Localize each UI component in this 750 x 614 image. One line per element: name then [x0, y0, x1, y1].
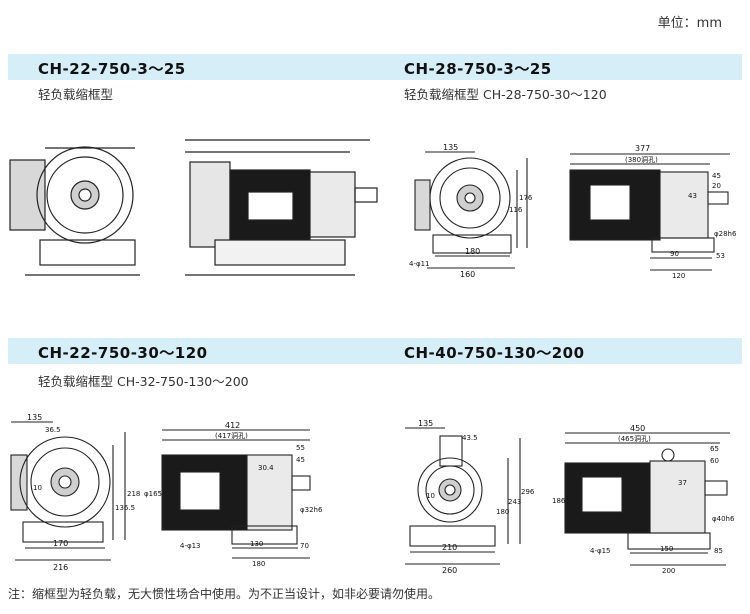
- d3-dim-10: 10: [33, 484, 42, 492]
- d4-dim-65: 65: [710, 445, 719, 453]
- d4-dim-450: 450: [630, 425, 645, 433]
- d4-dim-10: 10: [426, 492, 435, 500]
- d3-dim-30-4: 30.4: [258, 464, 274, 472]
- drawing-ch22-front-view: 135 36.5 10 218 136.5 170 216: [5, 410, 145, 575]
- d3-dim-170: 170: [53, 539, 68, 548]
- d2-dim-377: 377: [635, 144, 650, 153]
- drawing-ch22-side-view: 412 (417洞孔) 55 45 30.4 φ165 φ32h6 4-φ13 …: [140, 420, 340, 570]
- d2-dim-116: 116: [509, 206, 523, 214]
- d2-dim-holes: 4-φ11: [409, 260, 430, 268]
- model-title-1: CH-22-750-3～25: [38, 60, 186, 78]
- footnote: 注：缩框型为轻负载，无大惯性场合中使用。为不正当设计，如非必要请勿使用。: [8, 587, 441, 601]
- d3-dim-180: 180: [252, 560, 265, 568]
- d2-dim-phi28h6: φ28h6: [714, 230, 737, 238]
- d4-dim-260: 260: [442, 566, 457, 575]
- d4-dim-150: 150: [660, 545, 673, 553]
- d4-dim-holes: 4-φ15: [590, 547, 611, 555]
- model-subtitle-3: 轻负载缩框型 CH-32-750-130～200: [38, 374, 249, 389]
- d2-dim-20: 20: [712, 182, 721, 190]
- model-title-2: CH-28-750-3～25: [404, 60, 552, 78]
- d2-dim-176: 176: [519, 194, 533, 202]
- d2-dim-120: 120: [672, 272, 685, 280]
- d3-dim-70: 70: [300, 542, 309, 550]
- d4-dim-phi40h6: φ40h6: [712, 515, 735, 523]
- d4-dim-60: 60: [710, 457, 719, 465]
- d4-dim-37: 37: [678, 479, 687, 487]
- d2-dim-43: 43: [688, 192, 697, 200]
- d4-dim-200: 200: [662, 567, 675, 575]
- d4-dim-296: 296: [521, 488, 535, 496]
- drawing-ch22-light-side: [170, 130, 390, 290]
- d3-dim-55: 55: [296, 444, 305, 452]
- d2-dim-160: 160: [460, 270, 475, 279]
- d3-dim-holes: 4-φ13: [180, 542, 201, 550]
- d3-dim-135: 135: [27, 413, 42, 422]
- drawing-ch22-light-front: [5, 130, 155, 290]
- d3-dim-412: 412: [225, 421, 240, 430]
- d2-dim-140: 180: [465, 247, 480, 256]
- d3-dim-417-hole: (417洞孔): [215, 431, 248, 440]
- d4-dim-135: 135: [418, 419, 433, 428]
- section-bar-bottom: [8, 338, 742, 364]
- d3-dim-36-5: 36.5: [45, 426, 61, 434]
- model-subtitle-1: 轻负载缩框型: [38, 87, 114, 102]
- d3-dim-phi32h6: φ32h6: [300, 506, 323, 514]
- d2-dim-380-hole: (380洞孔): [625, 155, 658, 164]
- d4-dim-243: 243: [508, 498, 521, 506]
- d2-dim-53: 53: [716, 252, 725, 260]
- d3-dim-130: 130: [250, 540, 263, 548]
- unit-label: 单位：mm: [657, 16, 722, 31]
- d3-dim-45: 45: [296, 456, 305, 464]
- drawing-ch40-front-view: 135 43.5 10 180 243 296 210 260: [400, 418, 540, 578]
- d3-dim-phi165: φ165: [144, 490, 162, 498]
- d3-dim-136-5: 136.5: [115, 504, 135, 512]
- drawing-ch40-side-view: 450 (465洞孔) 65 60 37 186 φ40h6 4-φ15 150…: [550, 425, 742, 575]
- d4-dim-465-hole: (465洞孔): [618, 434, 651, 443]
- d3-dim-218: 218: [127, 490, 140, 498]
- d3-dim-216: 216: [53, 563, 68, 572]
- d2-dim-45: 45: [712, 172, 721, 180]
- d4-dim-210: 210: [442, 543, 457, 552]
- d2-dim-135: 135: [443, 143, 458, 152]
- d4-dim-85: 85: [714, 547, 723, 555]
- section-bar-top: [8, 54, 742, 80]
- d4-dim-186: 186: [552, 497, 566, 505]
- d4-dim-180: 180: [496, 508, 509, 516]
- drawing-ch28-front-view: 135 180 160 116 176 4-φ11: [405, 140, 535, 280]
- model-subtitle-2: 轻负载缩框型 CH-28-750-30～120: [404, 87, 607, 102]
- drawing-ch28-side-view: 377 (380洞孔) 45 43 20 φ28h6 90 120 53: [540, 140, 740, 280]
- d2-dim-90: 90: [670, 250, 679, 258]
- model-title-4: CH-40-750-130～200: [404, 344, 585, 362]
- d4-dim-43-5: 43.5: [462, 434, 478, 442]
- model-title-3: CH-22-750-30～120: [38, 344, 208, 362]
